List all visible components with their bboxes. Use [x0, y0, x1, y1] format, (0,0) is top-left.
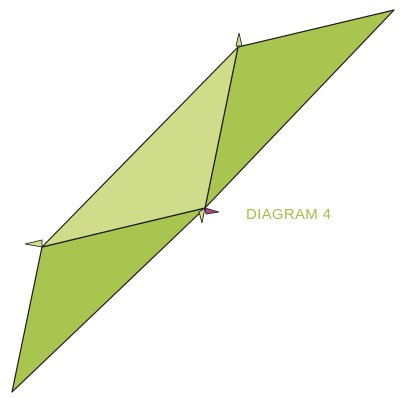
vertex-flap-top	[235, 32, 243, 47]
vertex-flap-middle	[198, 207, 206, 224]
light-face-center	[41, 46, 239, 248]
diagram-label: DIAGRAM 4	[246, 206, 332, 223]
dark-face-right	[204, 9, 395, 209]
vertex-flap-middle-accent	[204, 207, 220, 215]
dark-face-bottom	[11, 207, 206, 393]
vertex-flap-left	[24, 239, 43, 248]
